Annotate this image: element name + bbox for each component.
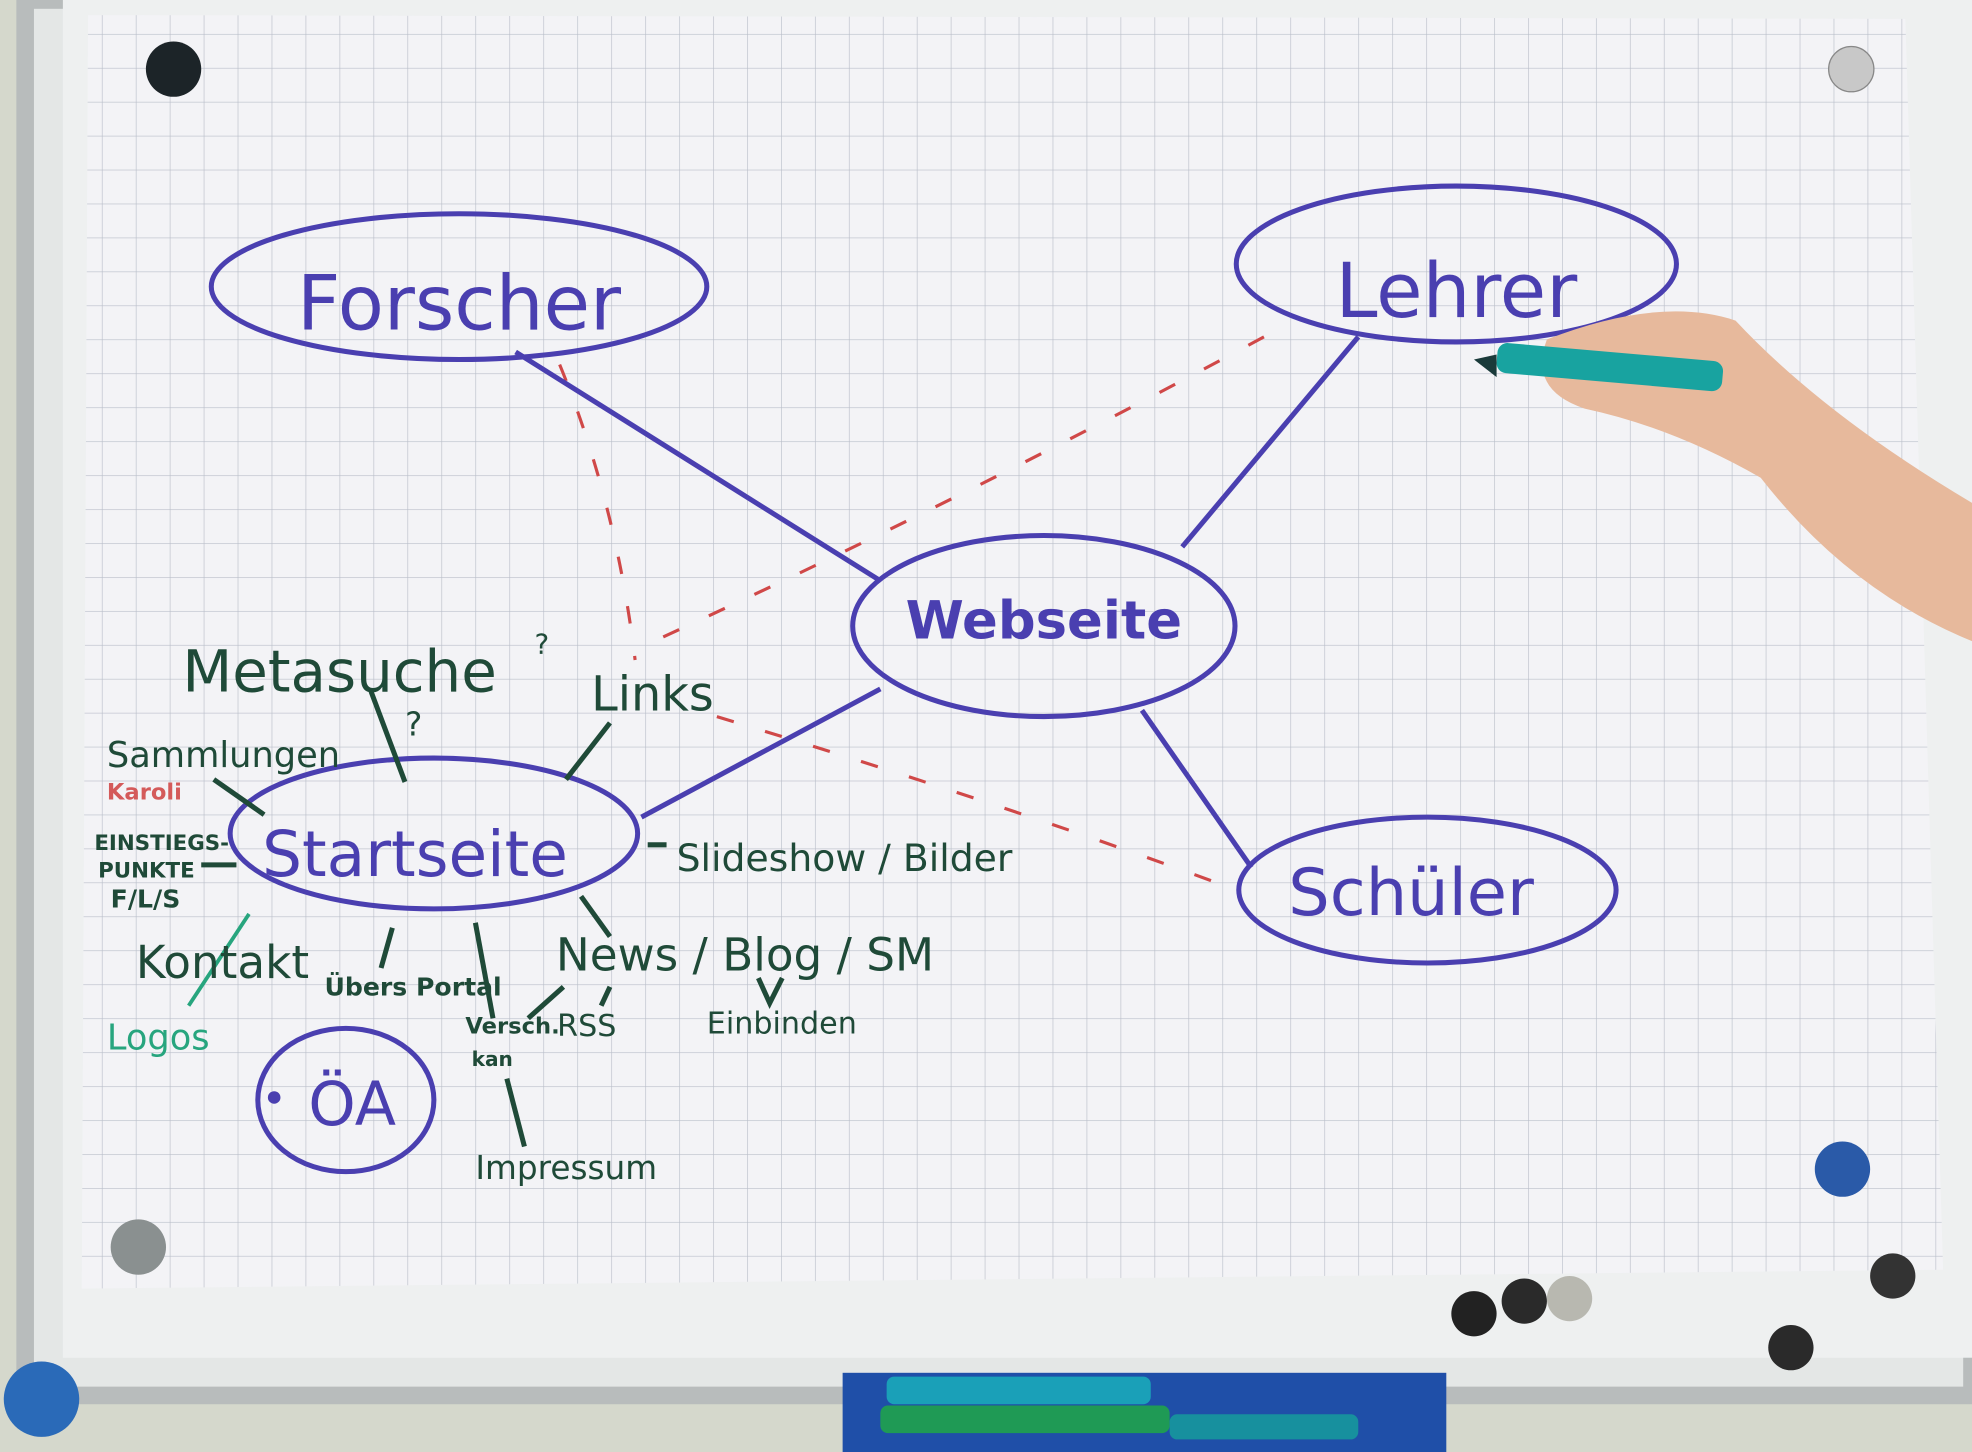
magnet-icon: [1501, 1278, 1547, 1324]
label-links: Links: [591, 667, 714, 722]
label-news-blog-sm: News / Blog / SM: [556, 929, 934, 982]
label-metasuche: Metasuche: [182, 637, 496, 705]
label-slideshow: Slideshow / Bilder: [677, 836, 1013, 880]
branch-line: [378, 927, 395, 969]
marker-pen: [1496, 343, 1724, 392]
branch-line: [472, 922, 496, 1019]
node-oa-label: ÖA: [308, 1069, 396, 1140]
connector: [640, 686, 882, 820]
dashed-relation: [716, 715, 1227, 888]
node-startseite-label: Startseite: [262, 818, 568, 891]
node-oa: [255, 1025, 437, 1175]
magnet-icon: [1768, 1325, 1814, 1371]
branch-line: [212, 777, 266, 817]
branch-line: [368, 690, 408, 783]
magnet-icon: [145, 41, 202, 97]
paper-grid: [81, 15, 1944, 1289]
node-lehrer-label: Lehrer: [1335, 247, 1578, 335]
label-metasuche-question: ?: [535, 628, 550, 661]
branch-line: [598, 985, 613, 1007]
node-forscher-label: Forscher: [297, 259, 622, 347]
label-logos: Logos: [107, 1018, 210, 1059]
branch-line: [756, 976, 785, 1010]
label-rss: RSS: [557, 1009, 616, 1044]
label-uebers-portal: Übers Portal: [324, 972, 501, 1002]
marker: [886, 1376, 1151, 1405]
marker: [880, 1405, 1170, 1434]
node-schueler: [1236, 814, 1619, 966]
branch-line: [187, 912, 251, 1007]
label-versch: Versch.: [465, 1013, 559, 1039]
label-fls: F/L/S: [111, 885, 181, 914]
marker: [1169, 1414, 1359, 1440]
node-webseite-label: Webseite: [906, 591, 1182, 652]
magnet-icon: [1827, 45, 1875, 93]
node-schueler-label: Schüler: [1288, 855, 1534, 931]
branch-line: [563, 721, 612, 781]
label-einbinden: Einbinden: [707, 1006, 857, 1041]
label-einstieg: EINSTIEGS-: [94, 831, 229, 856]
magnet-icon: [1870, 1253, 1916, 1299]
node-lehrer: [1233, 183, 1679, 345]
label-karoli: Karoli: [107, 780, 182, 806]
branch-line: [578, 894, 613, 939]
label-kontakt: Kontakt: [136, 936, 309, 989]
label-question: ?: [405, 705, 422, 743]
branch-line: [504, 1077, 527, 1148]
magnet-icon: [1546, 1276, 1593, 1322]
marker-tip: [1473, 354, 1497, 378]
node-forscher: [208, 211, 710, 363]
dashed-relation: [558, 363, 637, 661]
label-impressum: Impressum: [475, 1149, 657, 1187]
magnet-icon: [1451, 1291, 1497, 1337]
connector: [514, 349, 882, 583]
hand: [1542, 311, 1972, 642]
node-webseite: [850, 533, 1238, 720]
magnet-icon: [110, 1219, 167, 1275]
connector: [1180, 335, 1361, 549]
magnet-icon: [3, 1361, 80, 1437]
magnet-icon: [1814, 1141, 1871, 1197]
label-punkte: PUNKTE: [98, 858, 195, 883]
node-startseite: [227, 755, 641, 912]
label-sammlungen: Sammlungen: [107, 735, 340, 776]
dot: [267, 1091, 281, 1104]
branch-line: [526, 984, 566, 1021]
label-kan: kan: [472, 1047, 513, 1071]
connector: [1139, 708, 1254, 869]
